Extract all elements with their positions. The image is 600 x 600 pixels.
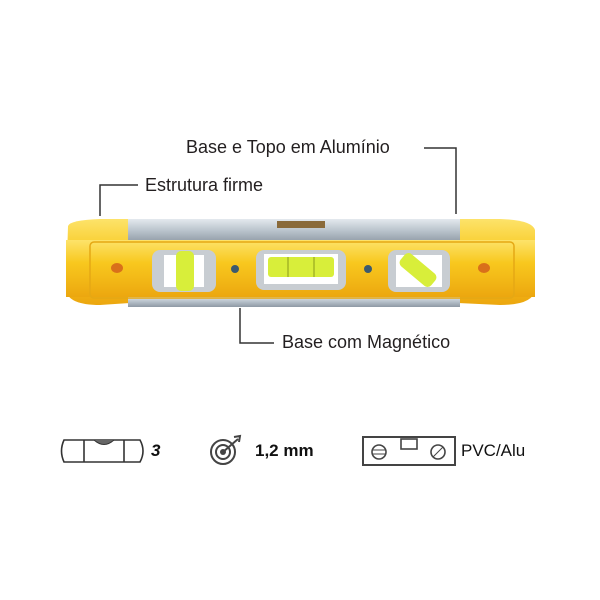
level-material-icon bbox=[362, 436, 456, 466]
left-vial bbox=[152, 250, 216, 292]
target-precision-icon bbox=[210, 434, 242, 465]
right-vial bbox=[388, 250, 450, 292]
callout-aluminium-top-base: Base e Topo em Alumínio bbox=[186, 137, 390, 157]
material-value: PVC/Alu bbox=[461, 441, 526, 460]
callout-magnetic-base: Base com Magnético bbox=[282, 332, 451, 352]
precision-value: 1,2 mm bbox=[255, 441, 314, 460]
vial-icon bbox=[60, 439, 144, 463]
vials-count: 3 bbox=[151, 441, 161, 460]
callout-firm-structure: Estrutura firme bbox=[145, 175, 264, 195]
center-vial bbox=[256, 250, 346, 290]
